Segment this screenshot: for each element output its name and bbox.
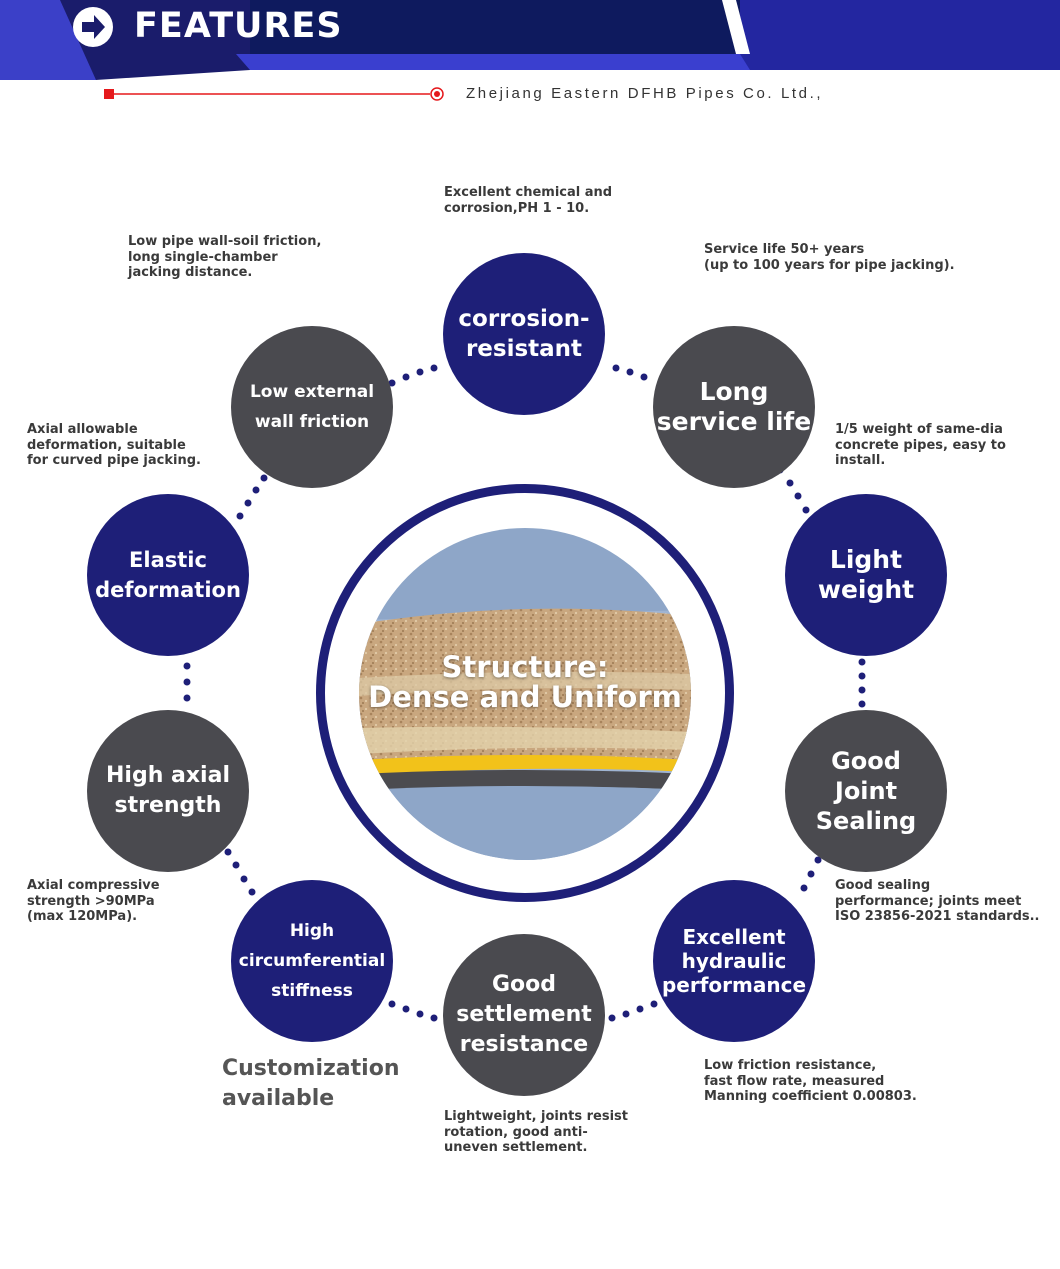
pipe-cross-section-image xyxy=(359,528,691,860)
feature-desc-long-service-life: Service life 50+ years (up to 100 years … xyxy=(704,242,955,273)
feature-label: Elastic deformation xyxy=(95,548,241,602)
red-divider-line xyxy=(104,87,444,101)
feature-label: Excellent hydraulic performance xyxy=(661,925,807,997)
feature-desc-good-settlement-resistance: Lightweight, joints resist rotation, goo… xyxy=(444,1109,628,1155)
header-banner: FEATURES xyxy=(0,0,1060,86)
feature-desc-high-axial-strength: Axial compressive strength >90MPa (max 1… xyxy=(27,878,160,924)
feature-label: Good settlement resistance xyxy=(456,972,592,1057)
feature-desc-light-weight: 1/5 weight of same-dia concrete pipes, e… xyxy=(835,422,1006,468)
feature-desc-low-external-wall-friction: Low pipe wall-soil friction, long single… xyxy=(128,234,322,280)
feature-circle-good-joint-sealing: Good Joint Sealing xyxy=(785,710,947,872)
feature-desc-good-joint-sealing: Good sealing performance; joints meet IS… xyxy=(835,878,1040,924)
center-title: Structure: Dense and Uniform xyxy=(368,650,682,714)
arrow-right-icon xyxy=(72,6,114,48)
feature-circle-high-circumferential-stiffness: High circumferential stiffness xyxy=(231,880,393,1042)
feature-circle-excellent-hydraulic-performance: Excellent hydraulic performance xyxy=(653,880,815,1042)
feature-desc-high-circumferential-stiffness: Customization available xyxy=(222,1056,400,1111)
feature-label: Light weight xyxy=(817,545,915,604)
feature-label: Long service life xyxy=(656,377,812,436)
feature-circle-corrosion-resistant: corrosion- resistant xyxy=(443,253,605,415)
feature-label: corrosion- resistant xyxy=(458,306,590,362)
feature-circle-long-service-life: Long service life xyxy=(653,326,815,488)
banner-shapes xyxy=(0,0,1060,80)
center-ring xyxy=(316,484,734,902)
feature-circle-good-settlement-resistance: Good settlement resistance xyxy=(443,934,605,1096)
feature-label: High axial strength xyxy=(106,763,230,818)
feature-circle-high-axial-strength: High axial strength xyxy=(87,710,249,872)
feature-desc-corrosion-resistant: Excellent chemical and corrosion,PH 1 - … xyxy=(444,185,613,216)
feature-desc-excellent-hydraulic-performance: Low friction resistance, fast flow rate,… xyxy=(704,1058,917,1104)
company-name: Zhejiang Eastern DFHB Pipes Co. Ltd., xyxy=(466,85,824,102)
feature-label: Low external wall friction xyxy=(249,382,375,432)
feature-circle-elastic-deformation: Elastic deformation xyxy=(87,494,249,656)
page-title: FEATURES xyxy=(134,6,343,46)
feature-circle-low-external-wall-friction: Low external wall friction xyxy=(231,326,393,488)
feature-label: Good Joint Sealing xyxy=(815,747,917,835)
feature-label: High circumferential stiffness xyxy=(238,921,386,1001)
feature-desc-elastic-deformation: Axial allowable deformation, suitable fo… xyxy=(27,422,201,468)
feature-circle-light-weight: Light weight xyxy=(785,494,947,656)
